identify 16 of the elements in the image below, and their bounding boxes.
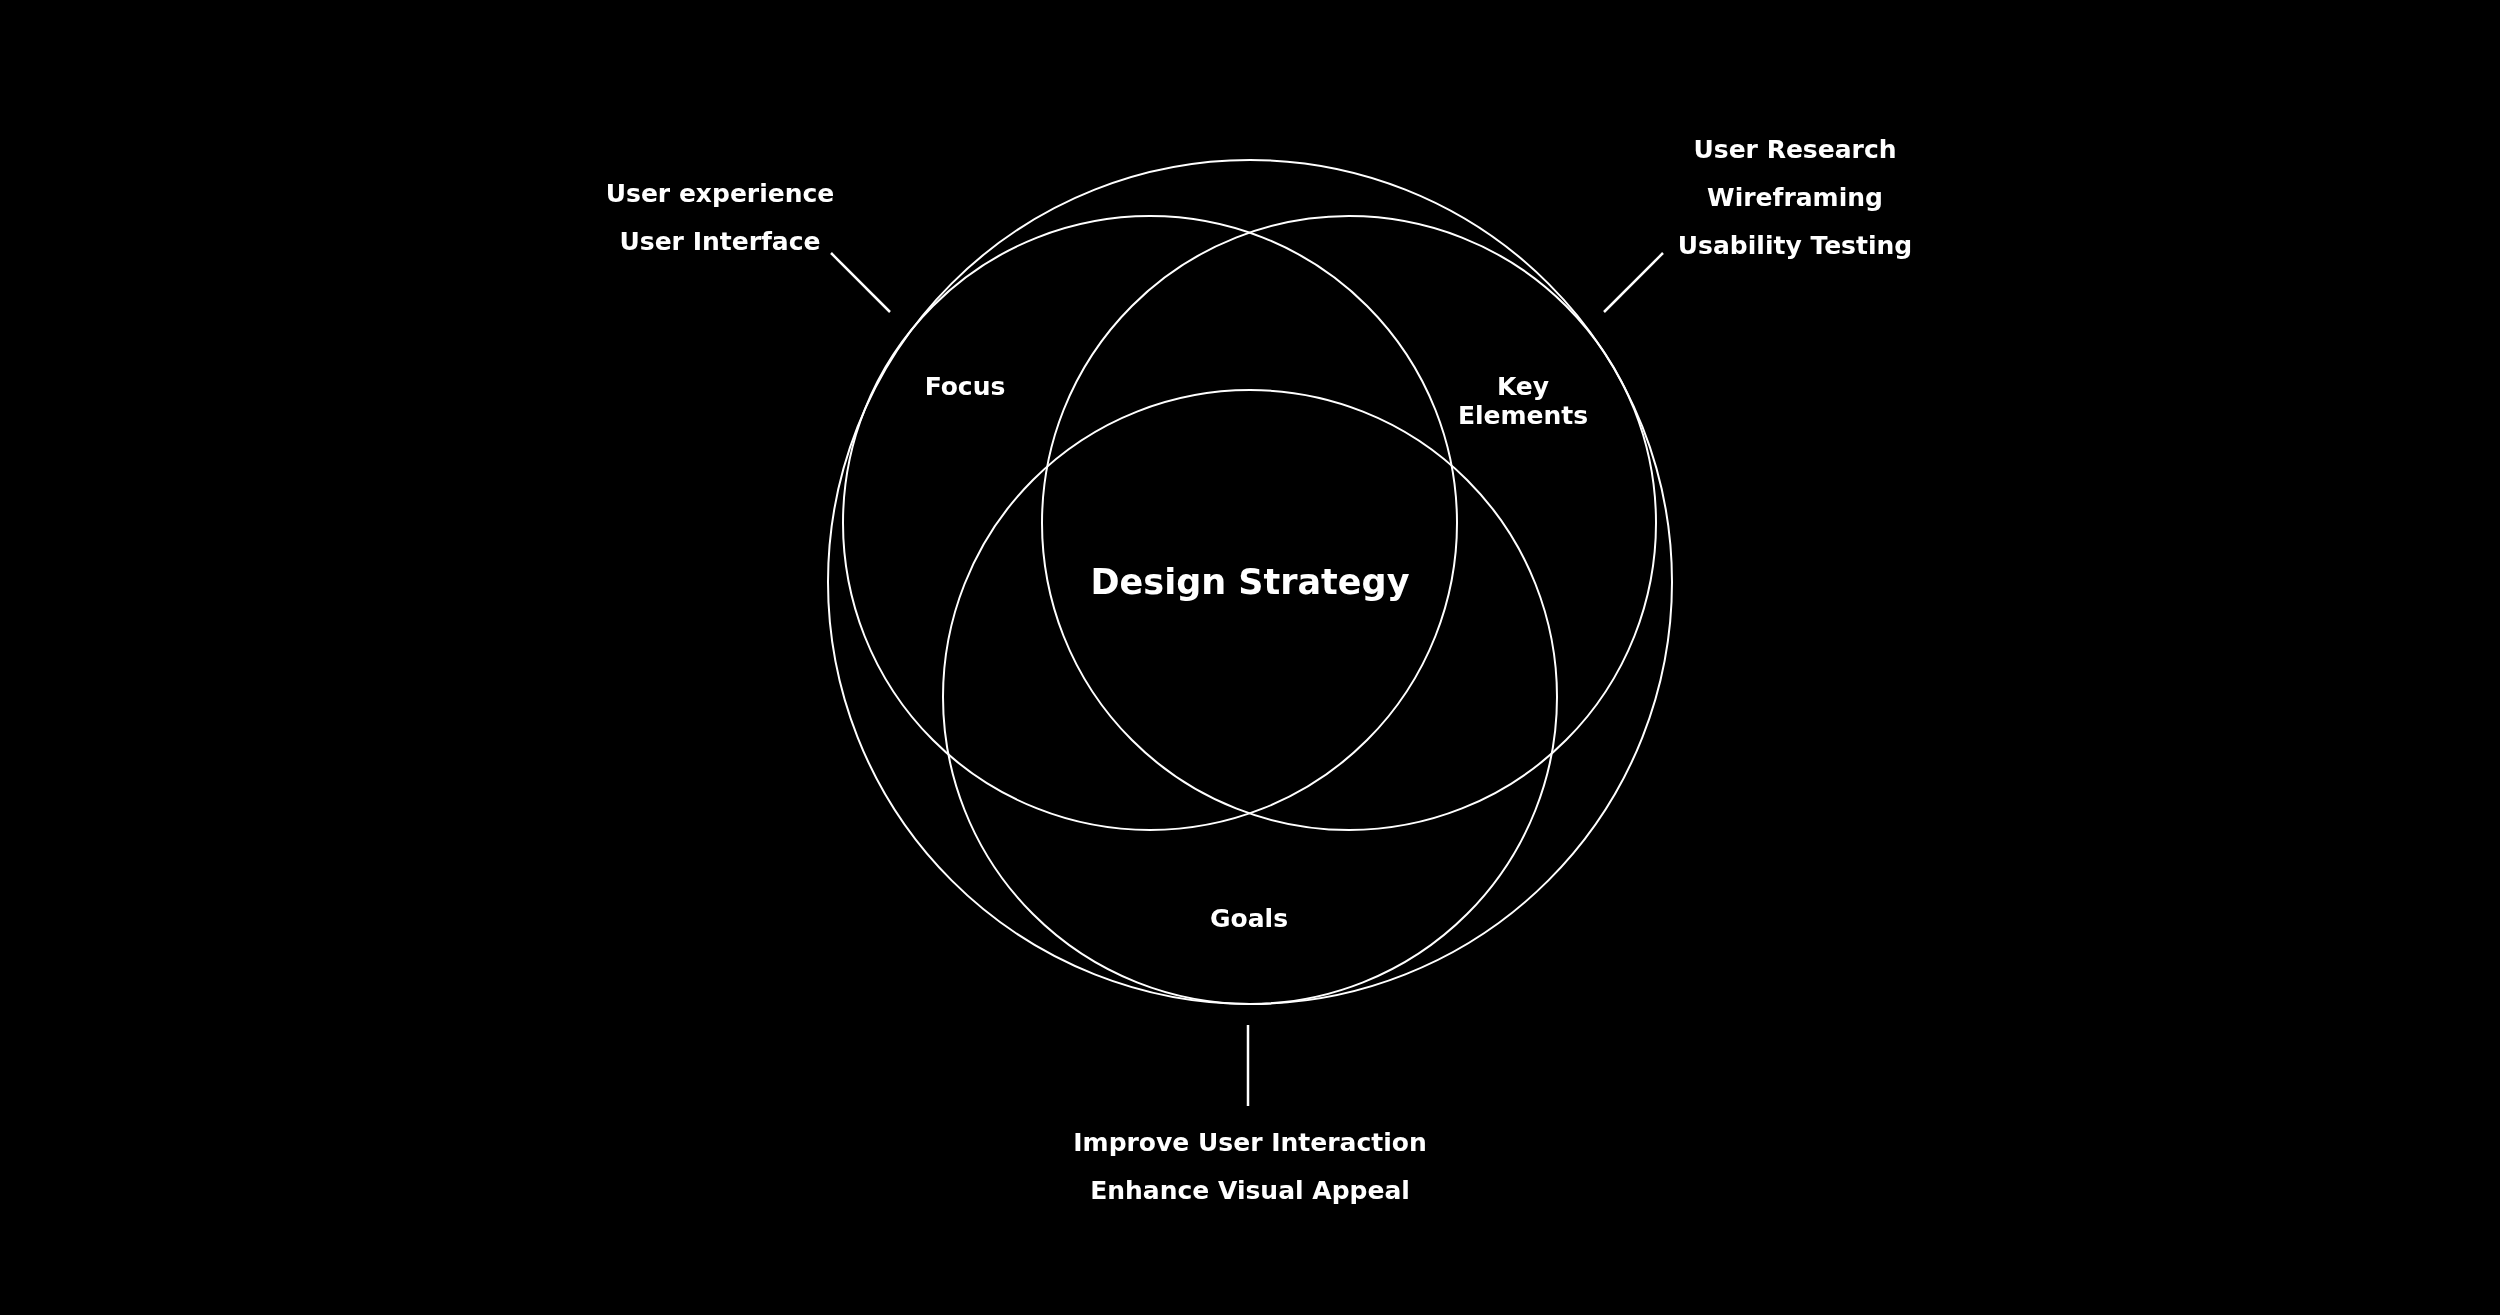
venn-circle bbox=[1040, 214, 1657, 831]
leader-line bbox=[1603, 252, 1664, 313]
annotation-text: Improve User Interaction bbox=[1073, 1128, 1427, 1158]
leader-line bbox=[1246, 1025, 1250, 1106]
annotation-text: User experience bbox=[605, 179, 835, 209]
set-label: Key Elements bbox=[1456, 373, 1590, 431]
annotation-text: User Research bbox=[1693, 135, 1897, 165]
annotation-text: Wireframing bbox=[1707, 183, 1883, 213]
leader-line bbox=[830, 252, 891, 313]
annotation-text: Usability Testing bbox=[1677, 231, 1913, 261]
annotation-text: Enhance Visual Appeal bbox=[1090, 1176, 1410, 1206]
set-label: Focus bbox=[924, 372, 1006, 402]
set-label: Goals bbox=[1210, 904, 1288, 934]
annotation-text: User Interface bbox=[619, 227, 821, 257]
venn-circle bbox=[841, 214, 1458, 831]
center-label: Design Strategy bbox=[1090, 561, 1410, 603]
